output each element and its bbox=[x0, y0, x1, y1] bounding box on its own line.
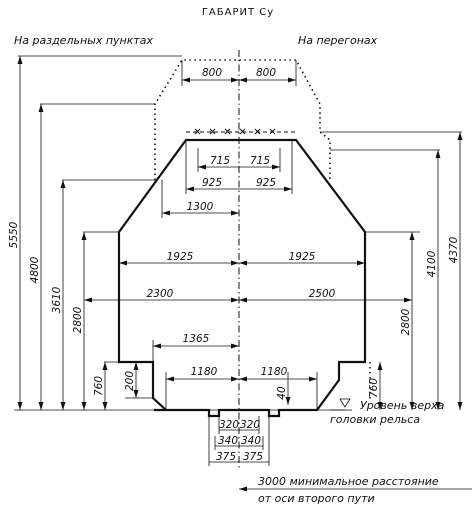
hdim-1180: 1180 1180 bbox=[165, 366, 318, 410]
hdim-800-left-label: 800 bbox=[202, 67, 222, 79]
hdim-320-right-label: 320 bbox=[240, 419, 260, 431]
hdim-925-right-label: 925 bbox=[256, 177, 276, 189]
vdim-3610-label: 3610 bbox=[51, 286, 63, 313]
hdim-2300-label: 2300 bbox=[147, 288, 174, 300]
vdim-760-left: 760 bbox=[93, 362, 108, 410]
rail-level-label-2: головки рельса bbox=[330, 413, 420, 426]
vdim-40-label: 40 bbox=[276, 386, 288, 400]
station-dotted-outline bbox=[154, 59, 331, 180]
vdim-760-right: 760 bbox=[368, 362, 383, 410]
hdim-320-left-label: 320 bbox=[219, 419, 239, 431]
track-distance-label-2: от оси второго пути bbox=[258, 492, 375, 505]
hdim-340-right-label: 340 bbox=[241, 435, 261, 447]
vdim-200: 200 bbox=[124, 362, 153, 399]
cross-marks bbox=[194, 128, 276, 135]
hdim-715: 715 715 bbox=[197, 148, 281, 172]
vdim-5550: 5550 bbox=[8, 56, 23, 410]
hdim-2500-label: 2500 bbox=[309, 288, 336, 300]
hdim-715-right-label: 715 bbox=[250, 155, 270, 167]
hdim-2300-2500: 2300 2500 bbox=[84, 288, 412, 303]
hdim-1925-right-label: 1925 bbox=[289, 251, 316, 263]
hdim-1180-left-label: 1180 bbox=[191, 366, 218, 378]
hdim-1925: 1925 1925 bbox=[119, 251, 365, 266]
track-distance-arrow bbox=[239, 486, 247, 492]
hdim-320: 320 320 bbox=[218, 416, 260, 434]
vdim-200-label: 200 bbox=[124, 371, 136, 391]
hdim-340-left-label: 340 bbox=[218, 435, 238, 447]
vdim-5550-label: 5550 bbox=[8, 221, 20, 248]
note-hauls: На перегонах bbox=[298, 34, 378, 47]
hdim-375: 375 375 bbox=[208, 416, 270, 466]
hdim-1300: 1300 bbox=[161, 180, 239, 218]
vdim-4370-label: 4370 bbox=[448, 236, 460, 263]
hdim-800-right-label: 800 bbox=[256, 67, 276, 79]
track-distance-label: 3000 минимальное расстояние bbox=[258, 475, 439, 488]
drawing-title: ГАБАРИТ Су bbox=[202, 7, 274, 18]
hdim-1365: 1365 bbox=[152, 333, 239, 362]
hdim-375-right-label: 375 bbox=[243, 451, 263, 463]
vdim-4100-label: 4100 bbox=[426, 250, 438, 277]
vdim-2800-left-label: 2800 bbox=[72, 306, 84, 333]
vdim-2800-left: 2800 bbox=[72, 232, 87, 410]
rail-level-label: Уровень верха bbox=[360, 399, 445, 412]
hdim-375-left-label: 375 bbox=[216, 451, 236, 463]
vdim-760-right-label: 760 bbox=[368, 378, 380, 398]
hdim-800: 800 800 bbox=[181, 60, 297, 86]
vdim-760-left-label: 760 bbox=[93, 376, 105, 396]
hdim-925: 925 925 bbox=[185, 140, 293, 194]
note-stations: На раздельных пунктах bbox=[14, 34, 154, 47]
vdim-2800-right: 2800 bbox=[400, 232, 415, 410]
hdim-1300-label: 1300 bbox=[187, 201, 214, 213]
rail-level-triangle bbox=[339, 398, 351, 408]
hdim-1365-label: 1365 bbox=[183, 333, 210, 345]
vdim-4800: 4800 bbox=[29, 104, 44, 410]
vdim-4800-label: 4800 bbox=[29, 256, 41, 283]
vdim-3610: 3610 bbox=[51, 180, 66, 410]
hdim-340: 340 340 bbox=[214, 435, 264, 450]
hdim-1925-left-label: 1925 bbox=[167, 251, 194, 263]
vdim-2800-right-label: 2800 bbox=[400, 308, 412, 335]
vdim-4370: 4370 bbox=[448, 132, 463, 410]
vdim-40: 40 bbox=[276, 372, 291, 405]
hdim-1180-right-label: 1180 bbox=[261, 366, 288, 378]
hdim-925-left-label: 925 bbox=[202, 177, 222, 189]
vdim-4100: 4100 bbox=[426, 150, 441, 410]
gauge-outline bbox=[117, 138, 367, 418]
hdim-715-left-label: 715 bbox=[210, 155, 230, 167]
